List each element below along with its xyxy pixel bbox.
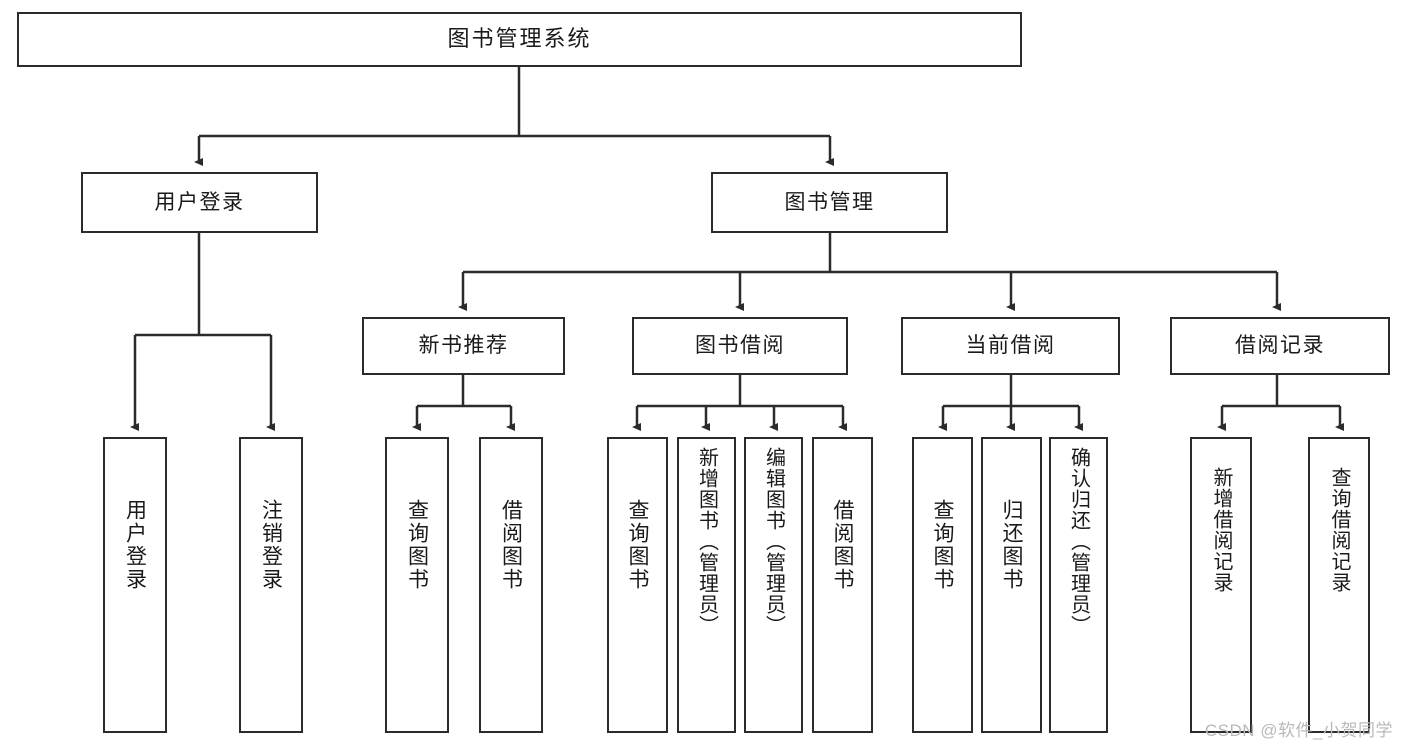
- node-new-book-recommend[interactable]: 新书推荐: [362, 317, 565, 375]
- leaf-add-book-admin[interactable]: 新增图书（管理员）: [677, 437, 736, 733]
- node-label: 用户登录: [123, 499, 147, 591]
- leaf-edit-book-admin[interactable]: 编辑图书（管理员）: [744, 437, 803, 733]
- leaf-confirm-return-admin[interactable]: 确认归还（管理员）: [1049, 437, 1108, 733]
- node-book-management[interactable]: 图书管理: [711, 172, 948, 233]
- leaf-user-login[interactable]: 用户登录: [103, 437, 167, 733]
- node-label: 当前借阅: [965, 334, 1056, 358]
- leaf-query-book-borrow[interactable]: 查询图书: [607, 437, 668, 733]
- leaf-return-book[interactable]: 归还图书: [981, 437, 1042, 733]
- node-label: 用户登录: [154, 190, 245, 214]
- node-label: 借阅图书: [499, 499, 523, 591]
- leaf-query-book-current[interactable]: 查询图书: [912, 437, 973, 733]
- leaf-borrow-book[interactable]: 借阅图书: [812, 437, 873, 733]
- leaf-query-book-recommend[interactable]: 查询图书: [385, 437, 449, 733]
- node-label: 新增借阅记录: [1210, 467, 1232, 593]
- node-label: 借阅图书: [831, 499, 854, 591]
- node-label: 归还图书: [1000, 499, 1023, 591]
- node-label: 新增图书（管理员）: [695, 447, 718, 636]
- node-label: 新书推荐: [418, 334, 509, 358]
- node-label: 图书管理: [784, 190, 875, 214]
- node-root-system[interactable]: 图书管理系统: [17, 12, 1022, 67]
- node-label: 查询借阅记录: [1328, 467, 1350, 593]
- node-label: 编辑图书（管理员）: [762, 447, 785, 636]
- leaf-add-borrow-record[interactable]: 新增借阅记录: [1190, 437, 1252, 733]
- node-user-login[interactable]: 用户登录: [81, 172, 318, 233]
- leaf-query-borrow-record[interactable]: 查询借阅记录: [1308, 437, 1370, 733]
- node-current-borrow[interactable]: 当前借阅: [901, 317, 1120, 375]
- node-label: 注销登录: [259, 499, 283, 591]
- leaf-borrow-book-recommend[interactable]: 借阅图书: [479, 437, 543, 733]
- node-label: 确认归还（管理员）: [1067, 447, 1090, 636]
- leaf-logout[interactable]: 注销登录: [239, 437, 303, 733]
- node-label: 借阅记录: [1235, 334, 1325, 358]
- node-book-borrow[interactable]: 图书借阅: [632, 317, 848, 375]
- node-label: 图书管理系统: [447, 26, 592, 52]
- node-label: 图书借阅: [695, 334, 785, 358]
- watermark-text: CSDN @软件_小贺同学: [1204, 721, 1393, 740]
- node-label: 查询图书: [626, 499, 649, 591]
- node-label: 查询图书: [405, 499, 429, 591]
- node-label: 查询图书: [931, 499, 954, 591]
- node-borrow-record[interactable]: 借阅记录: [1170, 317, 1390, 375]
